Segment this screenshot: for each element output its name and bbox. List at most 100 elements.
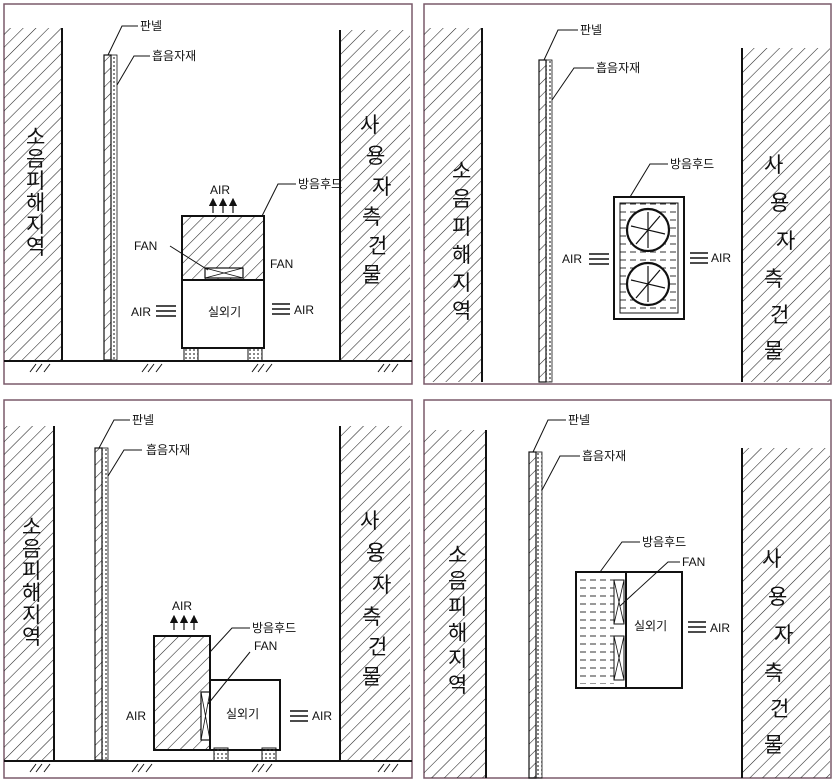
svg-text:지: 지 [26,213,45,237]
label-air-right: AIR [711,251,731,265]
svg-text:사: 사 [764,153,783,177]
svg-text:측: 측 [764,661,783,685]
user-building-wall [742,48,830,382]
svg-text:피: 피 [26,169,45,193]
svg-text:역: 역 [452,299,471,323]
svg-text:용: 용 [770,191,789,215]
label-panel: 판넬 [568,413,590,427]
svg-text:음: 음 [26,147,45,171]
svg-text:용: 용 [768,585,787,609]
user-building-wall [340,426,410,760]
noise-area-wall [4,28,62,360]
user-building-label: 사 용 자 측 건 물 [360,509,391,689]
svg-text:피: 피 [448,595,467,619]
label-absorber: 흡음자재 [152,49,196,63]
svg-text:자: 자 [372,573,391,597]
panel [528,451,537,779]
svg-text:지: 지 [448,647,467,671]
label-absorber: 흡음자재 [146,443,190,457]
label-air-up: AIR [172,599,192,613]
label-fan: FAN [134,239,157,253]
label-fan: FAN [682,555,705,569]
svg-text:용: 용 [366,144,385,168]
svg-text:해: 해 [452,243,471,267]
svg-text:음: 음 [452,187,471,211]
svg-text:지: 지 [452,271,471,295]
label-panel: 판넬 [140,19,162,33]
user-building-label: 사 용 자 측 건 물 [360,113,391,287]
svg-text:용: 용 [366,541,385,565]
svg-text:물: 물 [362,263,381,287]
svg-text:건: 건 [368,635,387,659]
panel [538,59,547,383]
svg-text:소: 소 [26,125,45,149]
fan [625,207,671,307]
label-fan: FAN [254,639,277,653]
label-absorber: 흡음자재 [582,449,626,463]
svg-text:소: 소 [22,515,41,539]
svg-text:피: 피 [22,559,41,583]
label-hood: 방음후드 [670,157,714,171]
svg-text:측: 측 [764,267,783,291]
noise-area-wall [4,426,54,760]
label-air-up: AIR [210,183,230,197]
svg-text:음: 음 [22,537,41,561]
svg-text:역: 역 [448,673,467,697]
svg-text:물: 물 [362,665,381,689]
label-unit: 실외기 [208,305,241,319]
user-building-label: 사 용 자 측 건 물 [762,547,793,757]
label-hood: 방음후드 [252,621,296,635]
svg-text:지: 지 [22,603,41,627]
svg-text:물: 물 [764,339,783,363]
noise-area-wall [424,28,482,382]
label-air-right: AIR [312,709,332,723]
absorber [535,451,543,779]
svg-text:해: 해 [448,621,467,645]
svg-text:역: 역 [22,625,41,649]
panel-bottom-left: 판넬 흡음자재 방음후드 FAN AIR AIR AIR 실외기 소 음 피 해… [3,399,413,779]
label-air-left: AIR [126,709,146,723]
panel-top-right: 판넬 흡음자재 방음후드 AIR AIR 소 음 피 해 지 역 사 용 자 측… [423,3,832,385]
svg-text:소: 소 [448,543,467,567]
svg-text:사: 사 [360,509,379,533]
noise-area-label: 소 음 피 해 지 역 [22,515,41,649]
outdoor-unit [625,571,683,689]
svg-text:측: 측 [362,605,381,629]
svg-text:건: 건 [770,697,789,721]
svg-text:역: 역 [26,235,45,259]
absorber [101,447,109,761]
outdoor-unit [181,279,265,349]
svg-text:소: 소 [452,159,471,183]
noise-area-label: 소 음 피 해 지 역 [26,125,45,259]
label-air-left: AIR [562,252,582,266]
svg-text:사: 사 [360,113,379,137]
label-absorber: 흡음자재 [596,61,640,75]
svg-text:건: 건 [368,234,387,258]
label-hood: 방음후드 [298,177,342,191]
noise-area-label: 소 음 피 해 지 역 [448,543,467,697]
panel [103,54,112,361]
label-panel: 판넬 [580,23,602,37]
svg-text:자: 자 [774,623,793,647]
svg-text:해: 해 [22,581,41,605]
svg-text:사: 사 [762,547,781,571]
label-air-right: AIR [710,621,730,635]
user-building-wall [742,448,830,778]
svg-text:해: 해 [26,191,45,215]
label-panel: 판넬 [132,413,154,427]
panel [94,447,103,761]
noise-area-label: 소 음 피 해 지 역 [452,159,471,323]
svg-text:건: 건 [770,303,789,327]
panel-top-left: 판넬 흡음자재 방음후드 AIR FAN FAN AIR AIR 실외기 소 음… [3,3,413,385]
label-air-right: AIR [294,303,314,317]
outdoor-unit [209,679,281,751]
user-building-wall [340,30,410,360]
svg-text:측: 측 [362,205,381,229]
svg-text:자: 자 [372,175,391,199]
user-building-label: 사 용 자 측 건 물 [764,153,795,363]
svg-text:음: 음 [448,569,467,593]
svg-text:피: 피 [452,215,471,239]
label-air-left: AIR [131,305,151,319]
label-unit: 실외기 [226,707,259,721]
